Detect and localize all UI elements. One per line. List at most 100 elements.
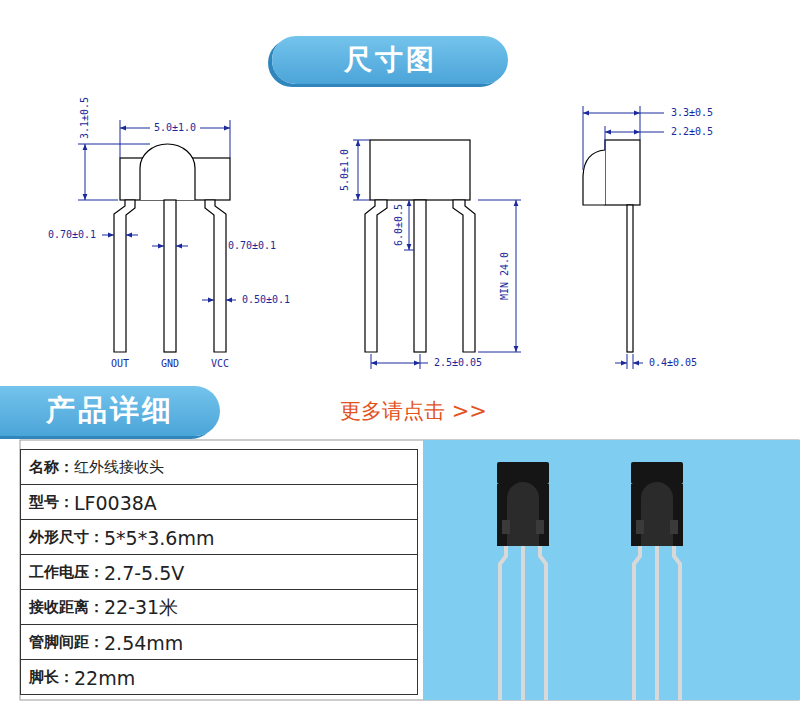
dimension-lines [420,354,421,369]
dimension-lines [640,106,641,140]
dimension-lines [633,354,634,369]
spec-table-grid [20,554,418,555]
spec-table-grid [20,624,418,625]
front-view [114,200,135,352]
table-cell-value: 红外线接收头 [74,458,164,477]
table-row: 名称：红外线接收头 [21,450,417,485]
body-view [414,200,426,352]
body-view [365,140,475,352]
dimension-lines [371,363,420,364]
product-photo [502,520,678,534]
product-photo [497,462,549,484]
dimension-lines [516,200,517,352]
product-photo [670,520,678,534]
dimension-lines [200,128,230,129]
dimension-lines [78,200,118,201]
dimension-text: 0.70±0.1 [48,229,96,241]
dimension-text: 3.3±0.5 [671,107,713,119]
product-photo [536,520,544,534]
dimension-lines [605,126,606,150]
side-view [583,150,605,205]
dimension-text: 2.5±0.05 [434,357,482,369]
dimension-lines [640,132,664,133]
product-photo [502,520,510,534]
product-photo [497,462,683,546]
dimension-text: 2.2±0.5 [671,126,713,138]
spec-table-grid [20,519,418,520]
table-cell-value: 5*5*3.6mm [104,527,214,549]
table-cell-key: 接收距离： [29,598,104,617]
dimension-lines [627,354,628,369]
product-photo [540,545,546,700]
side-view [583,140,640,352]
dimension-lines [353,140,521,369]
section-header: 尺寸图 [272,36,508,84]
dimension-lines [202,300,214,301]
side-view [605,140,640,205]
table-cell-value: 22mm [74,667,135,689]
dimension-lines [230,120,231,158]
dimension-lines [615,363,627,364]
dimension-lines [120,120,121,158]
product-photo [674,545,680,700]
dimension-lines [353,200,370,201]
product-photo [521,545,525,700]
dimension-lines [605,132,640,133]
table-cell-key: 工作电压： [29,563,104,582]
table-cell-key: 型号： [29,493,74,512]
table-cell-key: 名称： [29,458,74,477]
table-cell-value: 22-31米 [104,595,178,621]
dimension-lines [583,106,584,170]
dimension-text: MIN 24.0 [499,252,511,300]
table-row: 工作电压：2.7-5.5V [21,555,417,590]
product-photo [641,482,673,546]
body-view [365,200,387,352]
section-header: 产品详细 [0,386,220,436]
product-photo [634,545,640,700]
dimension-text: 6.0±0.5 [393,204,405,246]
product-photo [497,462,683,700]
dimension-lines [176,246,188,247]
table-row: 接收距离：22-31米 [21,590,417,625]
pin-name: VCC [211,358,229,370]
dimension-lines [478,352,521,353]
spec-table-grid [20,450,418,695]
table-cell-value: 2.54mm [104,632,183,654]
dimension-lines [478,200,521,201]
table-row: 管脚间距：2.54mm [21,625,417,660]
dimension-lines [85,144,86,200]
dimension-lines [120,128,150,129]
dimension-lines [78,120,236,300]
table-row: 脚长：22mm [21,660,417,695]
front-view [114,144,230,352]
side-view [627,205,633,352]
spec-table-grid [20,659,418,660]
more-link: 更多请点击 >> [340,397,487,425]
dimension-lines [409,200,410,250]
header-text: 产品详细 [46,391,174,431]
pin-name: GND [161,358,179,370]
dimension-text: 0.70±0.1 [228,240,276,252]
dimension-lines [226,300,236,301]
dimension-lines [78,144,150,145]
table-cell-key: 外形尺寸： [29,528,104,547]
dimension-lines [633,363,643,364]
product-photo [636,520,644,534]
product-photo [423,440,800,700]
table-row: 外形尺寸：5*5*3.6mm [21,520,417,555]
detail-frame [20,440,799,700]
dimension-lines [583,113,640,114]
front-view [205,200,226,352]
dimension-lines [126,235,138,236]
dimension-text: 5.0±1.0 [339,149,351,191]
product-photo [507,482,539,546]
product-photo [655,545,659,700]
table-cell-value: LF0038A [74,492,157,514]
product-photo [631,462,683,484]
table-row: 型号：LF0038A [21,485,417,520]
product-photo [500,545,680,700]
product-photo [500,545,506,700]
table-cell-value: 2.7-5.5V [104,562,184,584]
spec-table-grid [20,484,418,485]
pin-name: OUT [111,358,129,370]
